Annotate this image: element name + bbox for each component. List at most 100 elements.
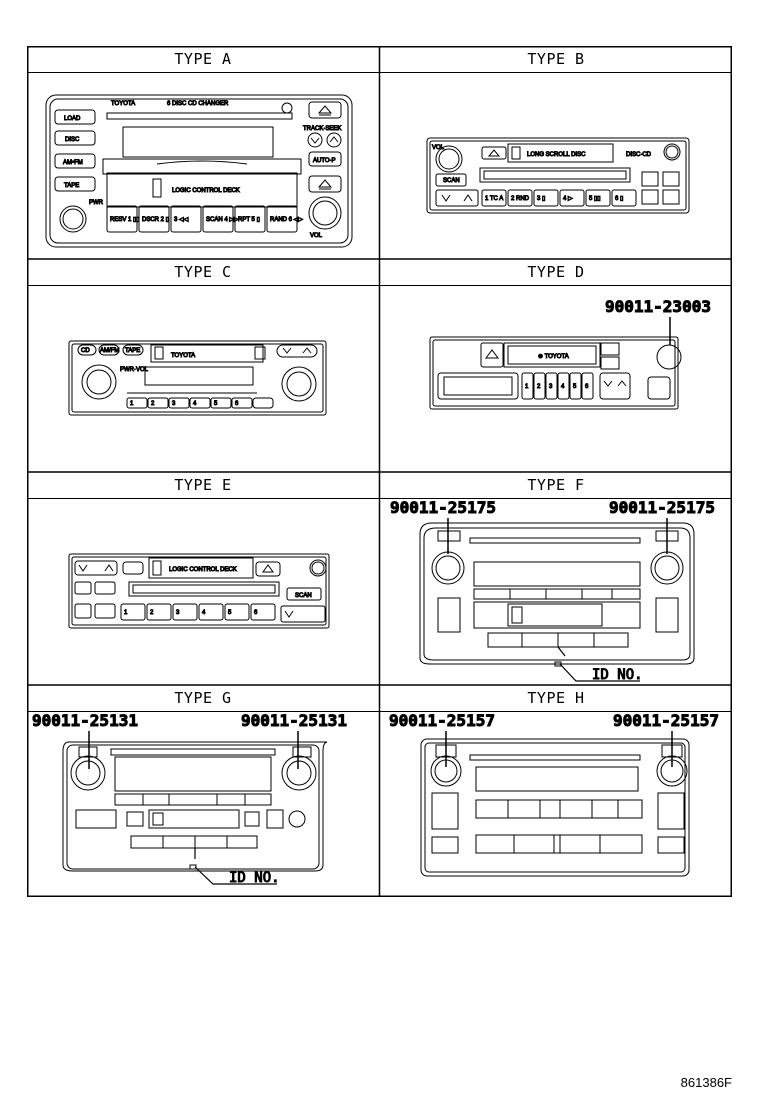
lower-button-right[interactable]	[657, 836, 685, 854]
tune-knob[interactable]	[656, 755, 688, 787]
preset-button-2[interactable]	[147, 397, 169, 409]
tune-button[interactable]	[74, 560, 118, 576]
preset-button-4[interactable]	[198, 603, 224, 621]
side-button-right-1[interactable]	[266, 809, 284, 829]
seek-button-1[interactable]	[641, 189, 659, 205]
eject-button[interactable]	[126, 811, 144, 827]
eject-button-top[interactable]	[308, 101, 342, 119]
tune-knob[interactable]	[650, 551, 684, 585]
id-number-label: ID NO.	[592, 667, 643, 683]
eject-button[interactable]	[255, 561, 281, 577]
power-button[interactable]	[78, 746, 98, 758]
preset-button-5[interactable]	[234, 205, 266, 233]
volume-knob[interactable]	[309, 559, 327, 577]
disc-button[interactable]	[54, 130, 96, 146]
tape-button[interactable]	[54, 176, 96, 192]
preset-button-2[interactable]	[533, 372, 546, 400]
scan-button[interactable]	[661, 744, 683, 758]
tune-button[interactable]	[599, 372, 631, 400]
mode-button[interactable]	[244, 811, 260, 827]
preset-button-2[interactable]	[507, 189, 533, 207]
scan-button[interactable]	[292, 746, 312, 758]
preset-button-3[interactable]	[168, 397, 190, 409]
tune-knob[interactable]	[663, 143, 681, 161]
preset-button-5[interactable]	[585, 189, 611, 207]
seek-button[interactable]	[600, 342, 620, 356]
side-knob-right[interactable]	[288, 810, 306, 828]
preset-button-2[interactable]	[138, 205, 170, 233]
preset-button-6[interactable]	[250, 603, 276, 621]
side-button-left[interactable]	[431, 792, 459, 830]
am-fm-button[interactable]	[54, 153, 96, 169]
volume-knob[interactable]	[430, 755, 462, 787]
volume-knob[interactable]	[70, 755, 106, 791]
eject-button[interactable]	[481, 146, 507, 160]
power-button[interactable]	[435, 744, 457, 758]
preset-button-1[interactable]	[126, 397, 148, 409]
preset-button-4[interactable]	[189, 397, 211, 409]
preset-button-5[interactable]	[224, 603, 250, 621]
eject-button[interactable]	[308, 175, 342, 193]
side-button-right[interactable]	[655, 597, 679, 633]
mode-button-1[interactable]	[641, 171, 659, 187]
disc-button[interactable]	[74, 581, 92, 595]
power-button[interactable]	[437, 530, 461, 542]
tape-button[interactable]	[122, 344, 144, 356]
volume-knob[interactable]	[431, 551, 465, 585]
preset-button-1[interactable]	[120, 603, 146, 621]
mode-button-2[interactable]	[662, 171, 680, 187]
tune-knob[interactable]	[656, 344, 682, 370]
scan-button[interactable]	[655, 530, 679, 542]
preset-button-3[interactable]	[533, 189, 559, 207]
tune-button[interactable]	[435, 189, 479, 207]
preset-button-3[interactable]	[545, 372, 558, 400]
seek-button[interactable]	[276, 344, 318, 358]
tune-knob[interactable]	[281, 755, 317, 791]
preset-button-2[interactable]	[146, 603, 172, 621]
preset-button-1[interactable]	[106, 205, 138, 233]
auto-p-button[interactable]	[308, 151, 342, 167]
preset-button-6[interactable]	[266, 205, 298, 233]
eject-button[interactable]	[254, 346, 266, 360]
tune-knob[interactable]	[281, 366, 317, 402]
preset-button-4[interactable]	[559, 189, 585, 207]
preset-button-6[interactable]	[611, 189, 637, 207]
eject-button[interactable]	[480, 342, 504, 368]
seek-up-button[interactable]	[326, 132, 342, 148]
preset-button-3[interactable]	[170, 205, 202, 233]
mode-button-1[interactable]	[74, 603, 92, 619]
lower-button-left[interactable]	[431, 836, 459, 854]
preset-button-4[interactable]	[202, 205, 234, 233]
tune-knob[interactable]	[308, 196, 342, 230]
preset-button-6[interactable]	[231, 397, 253, 409]
scan-button[interactable]	[435, 173, 467, 187]
preset-button-4[interactable]	[557, 372, 570, 400]
am-fm-button[interactable]	[98, 344, 120, 356]
preset-button-5[interactable]	[210, 397, 232, 409]
preset-button-3[interactable]	[172, 603, 198, 621]
tape-button[interactable]	[94, 581, 116, 595]
mode-button[interactable]	[252, 397, 274, 409]
load-button[interactable]	[54, 109, 96, 125]
cd-button[interactable]	[77, 344, 97, 356]
side-button-left[interactable]	[437, 597, 461, 633]
power-volume-knob[interactable]	[59, 205, 87, 233]
mode-button[interactable]	[647, 376, 671, 400]
grid-frame	[27, 46, 732, 897]
preset-button-6[interactable]	[581, 372, 594, 400]
side-button-left[interactable]	[75, 809, 117, 829]
preset-button-1[interactable]	[481, 189, 507, 207]
mode-button-2[interactable]	[94, 603, 116, 619]
seek-button-2[interactable]	[662, 189, 680, 205]
am-fm-button[interactable]	[122, 561, 144, 575]
seek-button[interactable]	[280, 605, 326, 623]
scan-button[interactable]	[600, 356, 620, 370]
volume-knob[interactable]	[81, 364, 117, 400]
volume-knob[interactable]	[435, 145, 463, 173]
seek-down-button[interactable]	[307, 132, 323, 148]
preset-button-1[interactable]	[521, 372, 534, 400]
scan-button[interactable]	[286, 587, 322, 601]
side-button-right[interactable]	[657, 792, 685, 830]
preset-button-5[interactable]	[569, 372, 582, 400]
